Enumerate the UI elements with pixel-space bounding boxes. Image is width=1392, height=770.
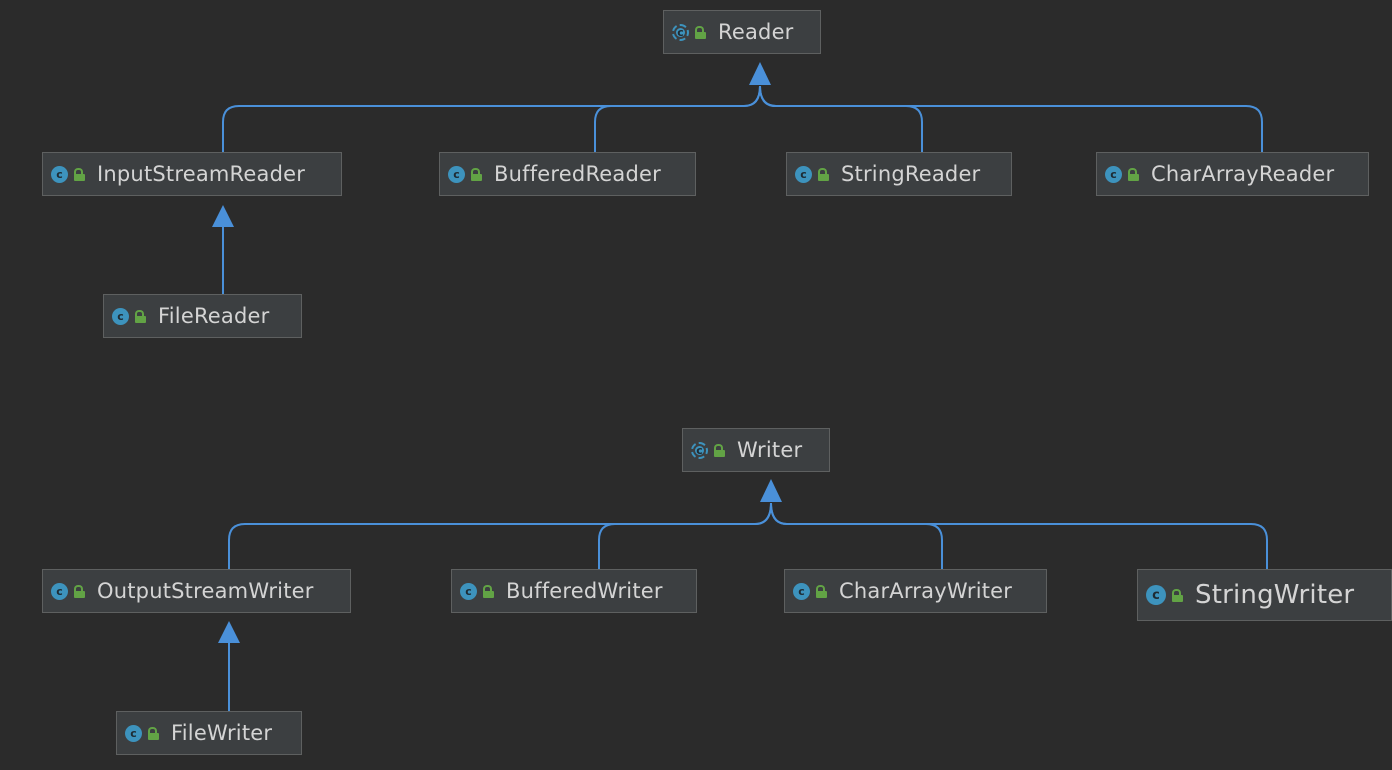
node-label: InputStreamReader bbox=[97, 162, 306, 186]
class-icon: c bbox=[51, 582, 68, 600]
node-string-writer[interactable]: c StringWriter bbox=[1137, 569, 1392, 621]
class-icon: c bbox=[1146, 585, 1166, 605]
public-lock-icon bbox=[818, 167, 829, 181]
class-icon: c bbox=[460, 582, 477, 600]
node-label: StringWriter bbox=[1195, 580, 1355, 610]
node-file-reader[interactable]: c FileReader bbox=[103, 294, 302, 338]
node-label: BufferedReader bbox=[494, 162, 661, 186]
abstract-class-icon: c bbox=[672, 23, 689, 41]
public-lock-icon bbox=[816, 584, 827, 598]
class-icon: c bbox=[793, 582, 810, 600]
node-char-array-reader[interactable]: c CharArrayReader bbox=[1096, 152, 1369, 196]
node-file-writer[interactable]: c FileWriter bbox=[116, 711, 302, 755]
public-lock-icon bbox=[1172, 588, 1183, 602]
arrowhead-reader bbox=[749, 62, 771, 85]
edge-output-stream-writer-to-writer bbox=[228, 502, 772, 569]
arrowhead-writer bbox=[760, 479, 782, 502]
public-lock-icon bbox=[74, 584, 85, 598]
node-buffered-reader[interactable]: c BufferedReader bbox=[439, 152, 696, 196]
node-label: OutputStreamWriter bbox=[97, 579, 314, 603]
edge-input-stream-reader-to-reader bbox=[222, 85, 761, 152]
abstract-class-icon: c bbox=[691, 441, 708, 459]
class-icon: c bbox=[795, 165, 812, 183]
edge-buffered-reader-to-reader bbox=[594, 85, 761, 152]
node-label: Reader bbox=[718, 20, 794, 44]
node-label: Writer bbox=[737, 438, 803, 462]
arrowhead-input-stream-reader bbox=[212, 205, 234, 227]
edge-char-array-writer-to-writer bbox=[770, 502, 943, 569]
arrowhead-output-stream-writer bbox=[218, 621, 240, 643]
node-writer[interactable]: c Writer bbox=[682, 428, 830, 472]
node-output-stream-writer[interactable]: c OutputStreamWriter bbox=[42, 569, 351, 613]
node-label: FileReader bbox=[158, 304, 270, 328]
class-icon: c bbox=[448, 165, 465, 183]
node-input-stream-reader[interactable]: c InputStreamReader bbox=[42, 152, 342, 196]
node-reader[interactable]: c Reader bbox=[663, 10, 821, 54]
public-lock-icon bbox=[135, 309, 146, 323]
public-lock-icon bbox=[74, 167, 85, 181]
node-label: BufferedWriter bbox=[506, 579, 663, 603]
edge-string-reader-to-reader bbox=[759, 85, 923, 152]
class-icon: c bbox=[51, 165, 68, 183]
public-lock-icon bbox=[695, 25, 706, 39]
public-lock-icon bbox=[148, 726, 159, 740]
class-icon: c bbox=[1105, 165, 1122, 183]
public-lock-icon bbox=[483, 584, 494, 598]
node-char-array-writer[interactable]: c CharArrayWriter bbox=[784, 569, 1047, 613]
public-lock-icon bbox=[714, 443, 725, 457]
node-label: CharArrayWriter bbox=[839, 579, 1013, 603]
node-label: FileWriter bbox=[171, 721, 273, 745]
edge-buffered-writer-to-writer bbox=[598, 502, 772, 569]
class-icon: c bbox=[125, 724, 142, 742]
edge-string-writer-to-writer bbox=[770, 502, 1268, 569]
node-label: CharArrayReader bbox=[1151, 162, 1335, 186]
class-icon: c bbox=[112, 307, 129, 325]
node-buffered-writer[interactable]: c BufferedWriter bbox=[451, 569, 697, 613]
public-lock-icon bbox=[1128, 167, 1139, 181]
edge-char-array-reader-to-reader bbox=[759, 85, 1263, 152]
node-string-reader[interactable]: c StringReader bbox=[786, 152, 1012, 196]
node-label: StringReader bbox=[841, 162, 981, 186]
public-lock-icon bbox=[471, 167, 482, 181]
